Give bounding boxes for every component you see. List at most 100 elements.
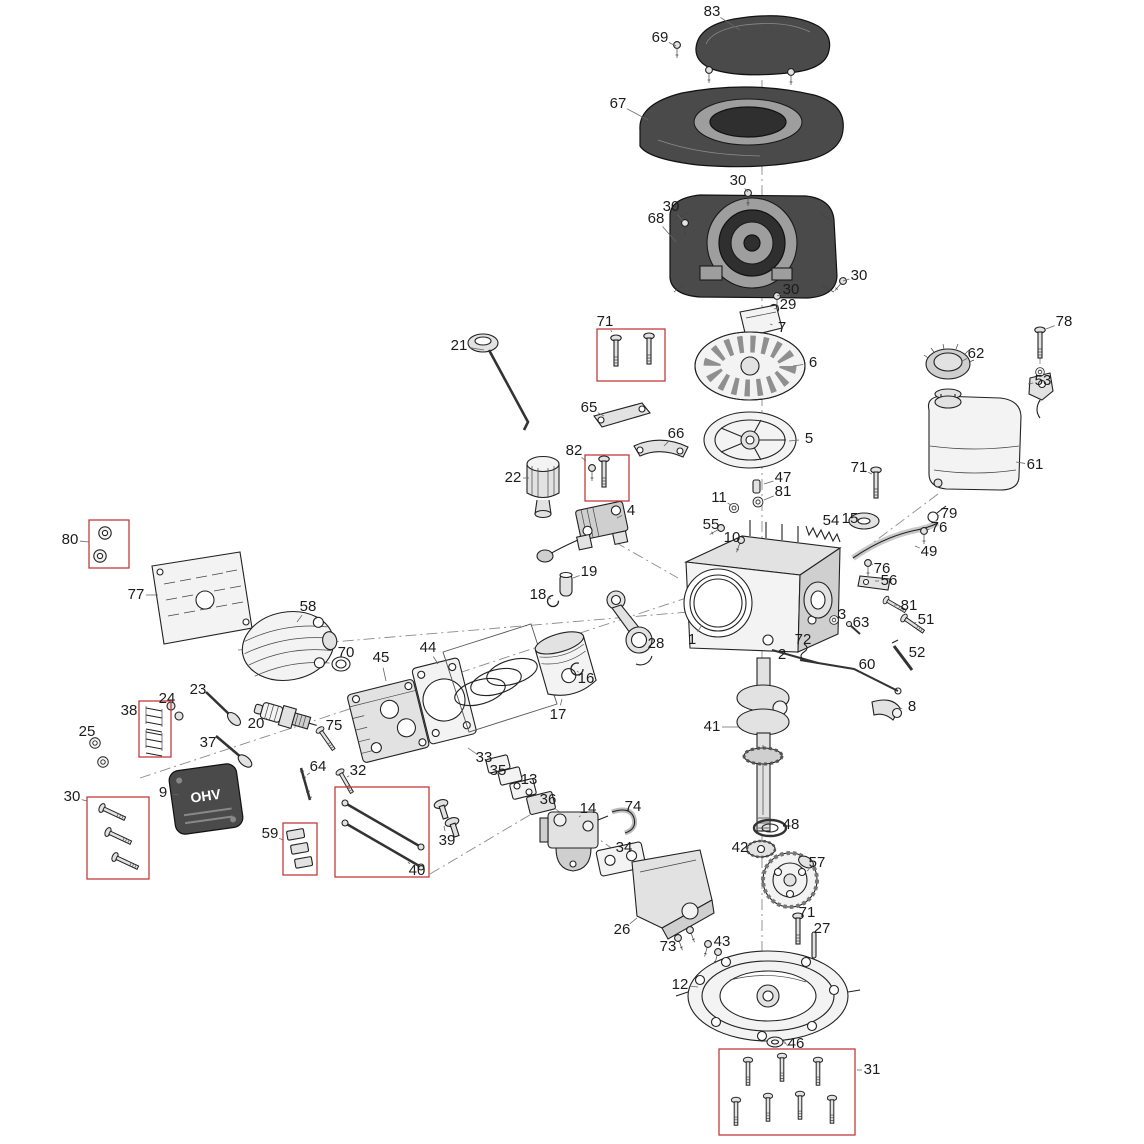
highlight-box-7	[334, 786, 430, 878]
highlight-box-4	[138, 700, 172, 758]
part-number-33: 33	[476, 749, 493, 766]
leader-line-14	[578, 815, 581, 818]
part-number-81: 81	[901, 597, 918, 614]
crankshaft	[736, 657, 790, 832]
piston-pin	[559, 571, 573, 597]
leader-line-30	[744, 188, 749, 193]
part-number-31: 31	[864, 1061, 881, 1078]
leader-line-71	[867, 471, 873, 475]
leader-line-59	[278, 837, 284, 841]
heat-shield	[151, 551, 253, 645]
air-guide	[739, 304, 783, 338]
highlight-box-1	[596, 328, 666, 382]
muffler-guard: OHV	[168, 763, 244, 835]
part-number-43: 43	[714, 933, 731, 950]
part-number-70: 70	[338, 644, 355, 661]
exhaust-gasket	[331, 656, 351, 672]
part-number-32: 32	[350, 762, 367, 779]
governor-spring	[805, 525, 841, 543]
muffler	[241, 611, 338, 681]
highlight-box-3	[88, 519, 130, 569]
part-number-63: 63	[853, 614, 870, 631]
part-number-42: 42	[732, 839, 749, 856]
part-number-74: 74	[625, 798, 642, 815]
leader-line-12	[689, 985, 699, 988]
part-number-75: 75	[326, 717, 343, 734]
part-number-67: 67	[610, 95, 627, 112]
linkage-pin	[845, 620, 861, 635]
part-number-53: 53	[1035, 372, 1052, 389]
recoil-starter-cover	[695, 15, 831, 76]
part-number-46: 46	[788, 1035, 805, 1052]
leader-line-4	[616, 515, 623, 519]
part-number-30: 30	[851, 267, 868, 284]
connecting-rod	[606, 590, 653, 666]
spark-plug-wire	[536, 539, 579, 563]
part-number-1: 1	[688, 631, 696, 648]
leader-line-58	[296, 614, 303, 623]
highlight-box-6	[282, 822, 318, 876]
part-number-12: 12	[672, 976, 689, 993]
fuel-line	[851, 520, 940, 561]
governor-shaft	[891, 639, 914, 671]
stud-bolt	[299, 767, 313, 801]
engine-mount-bolts	[97, 802, 141, 873]
part-number-49: 49	[921, 543, 938, 560]
leader-line-81	[763, 495, 774, 501]
cylinder-block	[683, 520, 842, 653]
cylinder-head	[347, 679, 430, 763]
sump-bolts	[730, 1052, 838, 1126]
part-number-51: 51	[918, 611, 935, 628]
leader-line-40	[407, 861, 411, 865]
leader-line-61	[1015, 461, 1026, 464]
leader-line-19	[572, 575, 580, 579]
sump-washer	[766, 1036, 784, 1048]
part-number-34: 34	[616, 839, 633, 856]
exhaust-valve	[215, 735, 253, 768]
leader-line-47	[763, 480, 774, 485]
part-number-24: 24	[159, 690, 176, 707]
ignition-coil	[575, 500, 629, 551]
part-number-23: 23	[190, 681, 207, 698]
part-number-57: 57	[809, 854, 826, 871]
governor-gear	[745, 839, 777, 859]
leader-line-53	[1027, 382, 1034, 385]
part-number-8: 8	[908, 698, 916, 715]
part-number-11: 11	[711, 489, 727, 506]
valve-springs	[145, 706, 163, 757]
part-number-27: 27	[814, 920, 831, 937]
highlight-boxes	[86, 328, 856, 1136]
leader-line-26	[629, 917, 638, 925]
oil-drain-elbow	[871, 699, 903, 721]
part-number-20: 20	[248, 715, 265, 732]
part-number-44: 44	[420, 639, 437, 656]
part-number-56: 56	[881, 572, 898, 589]
part-number-18: 18	[530, 586, 547, 603]
part-number-19: 19	[581, 563, 598, 580]
part-number-4: 4	[627, 502, 635, 519]
part-number-82: 82	[566, 442, 583, 459]
part-number-77: 77	[128, 586, 145, 603]
part-number-40: 40	[409, 862, 426, 879]
part-number-71: 71	[597, 313, 614, 330]
starter-cup	[703, 411, 797, 469]
part-number-37: 37	[200, 734, 217, 751]
part-number-69: 69	[652, 29, 669, 46]
leader-line-32	[346, 775, 350, 778]
highlight-box-8	[718, 1048, 856, 1136]
fuel-tank	[927, 388, 1022, 491]
leader-line-30	[677, 214, 684, 222]
part-number-21: 21	[451, 337, 468, 354]
part-number-13: 13	[521, 771, 538, 788]
part-number-41: 41	[704, 718, 721, 735]
breather-tube	[611, 807, 638, 836]
part-number-71: 71	[851, 459, 868, 476]
intake-elbow	[631, 849, 715, 940]
leader-line-18	[547, 597, 552, 600]
part-number-65: 65	[581, 399, 598, 416]
part-number-36: 36	[540, 791, 557, 808]
part-number-76: 76	[931, 519, 948, 536]
leader-line-29	[773, 307, 779, 310]
flywheel-key	[752, 479, 761, 494]
leader-line-76	[869, 562, 874, 565]
